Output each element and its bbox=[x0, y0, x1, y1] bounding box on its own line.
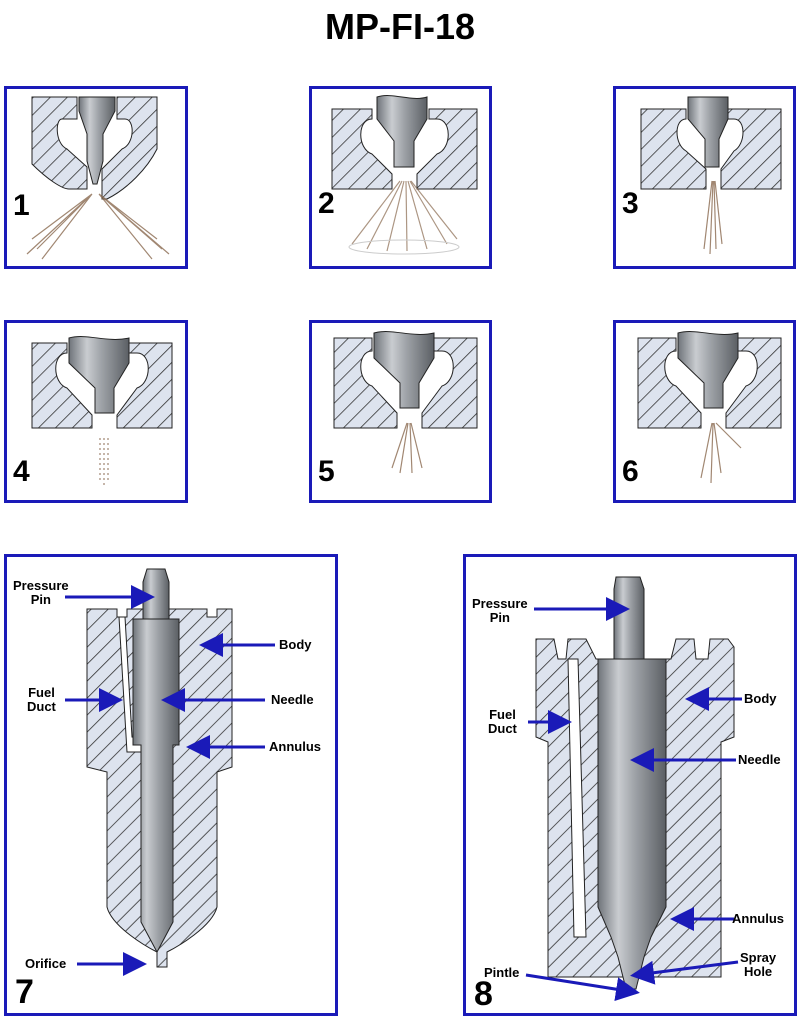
label-text: Pressure Pin bbox=[472, 596, 528, 625]
panel-number: 1 bbox=[13, 189, 30, 222]
panel-7: Pressure Pin Body Fuel Duct Needle Annul… bbox=[4, 554, 338, 1016]
panel-8: Pressure Pin Body Fuel Duct Needle Annul… bbox=[463, 554, 797, 1016]
panel-2: 2 bbox=[309, 86, 492, 269]
panel-number: 5 bbox=[318, 455, 335, 488]
label-needle: Needle bbox=[738, 752, 781, 767]
label-body: Body bbox=[279, 637, 312, 652]
nozzle-two-hole-illustration bbox=[26, 96, 170, 260]
label-text: Fuel Duct bbox=[488, 707, 517, 736]
panel-number: 2 bbox=[318, 187, 335, 220]
label-annulus: Annulus bbox=[732, 911, 784, 926]
page-title: MP-FI-18 bbox=[324, 6, 475, 47]
label-needle: Needle bbox=[271, 692, 314, 707]
label-text: Pressure Pin bbox=[13, 578, 69, 607]
label-text: Fuel Duct bbox=[27, 685, 56, 714]
nozzle-narrow-cone-illustration bbox=[333, 331, 478, 474]
panel-number: 4 bbox=[13, 455, 30, 488]
nozzle-hole-type-cutaway bbox=[65, 568, 275, 976]
panel-number: 7 bbox=[15, 973, 34, 1011]
nozzle-dribble-illustration bbox=[31, 336, 173, 488]
nozzle-pencil-spray-illustration bbox=[640, 96, 782, 255]
label-pintle: Pintle bbox=[484, 965, 520, 980]
label-annulus: Annulus bbox=[269, 739, 321, 754]
label-orifice: Orifice bbox=[25, 956, 67, 971]
label-text: Spray Hole bbox=[740, 950, 777, 979]
panel-3: 3 bbox=[613, 86, 796, 269]
label-body: Body bbox=[744, 691, 777, 706]
panel-5: 5 bbox=[309, 320, 492, 503]
label-pressure-pin: Pressure Pin bbox=[472, 597, 528, 625]
label-spray-hole: Spray Hole bbox=[740, 951, 776, 979]
nozzle-pintle-type-cutaway bbox=[525, 576, 742, 1002]
panel-1: 1 bbox=[4, 86, 188, 269]
panel-4: 4 bbox=[4, 320, 188, 503]
panel-number: 3 bbox=[622, 187, 639, 220]
panel-number: 8 bbox=[474, 975, 493, 1013]
label-fuel-duct: Fuel Duct bbox=[488, 708, 517, 736]
nozzle-wide-cone-illustration bbox=[331, 95, 478, 255]
panel-6: 6 bbox=[613, 320, 796, 503]
label-fuel-duct: Fuel Duct bbox=[27, 686, 56, 714]
label-pressure-pin: Pressure Pin bbox=[13, 579, 69, 607]
panel-number: 6 bbox=[622, 455, 639, 488]
nozzle-irregular-spray-illustration bbox=[637, 331, 782, 484]
